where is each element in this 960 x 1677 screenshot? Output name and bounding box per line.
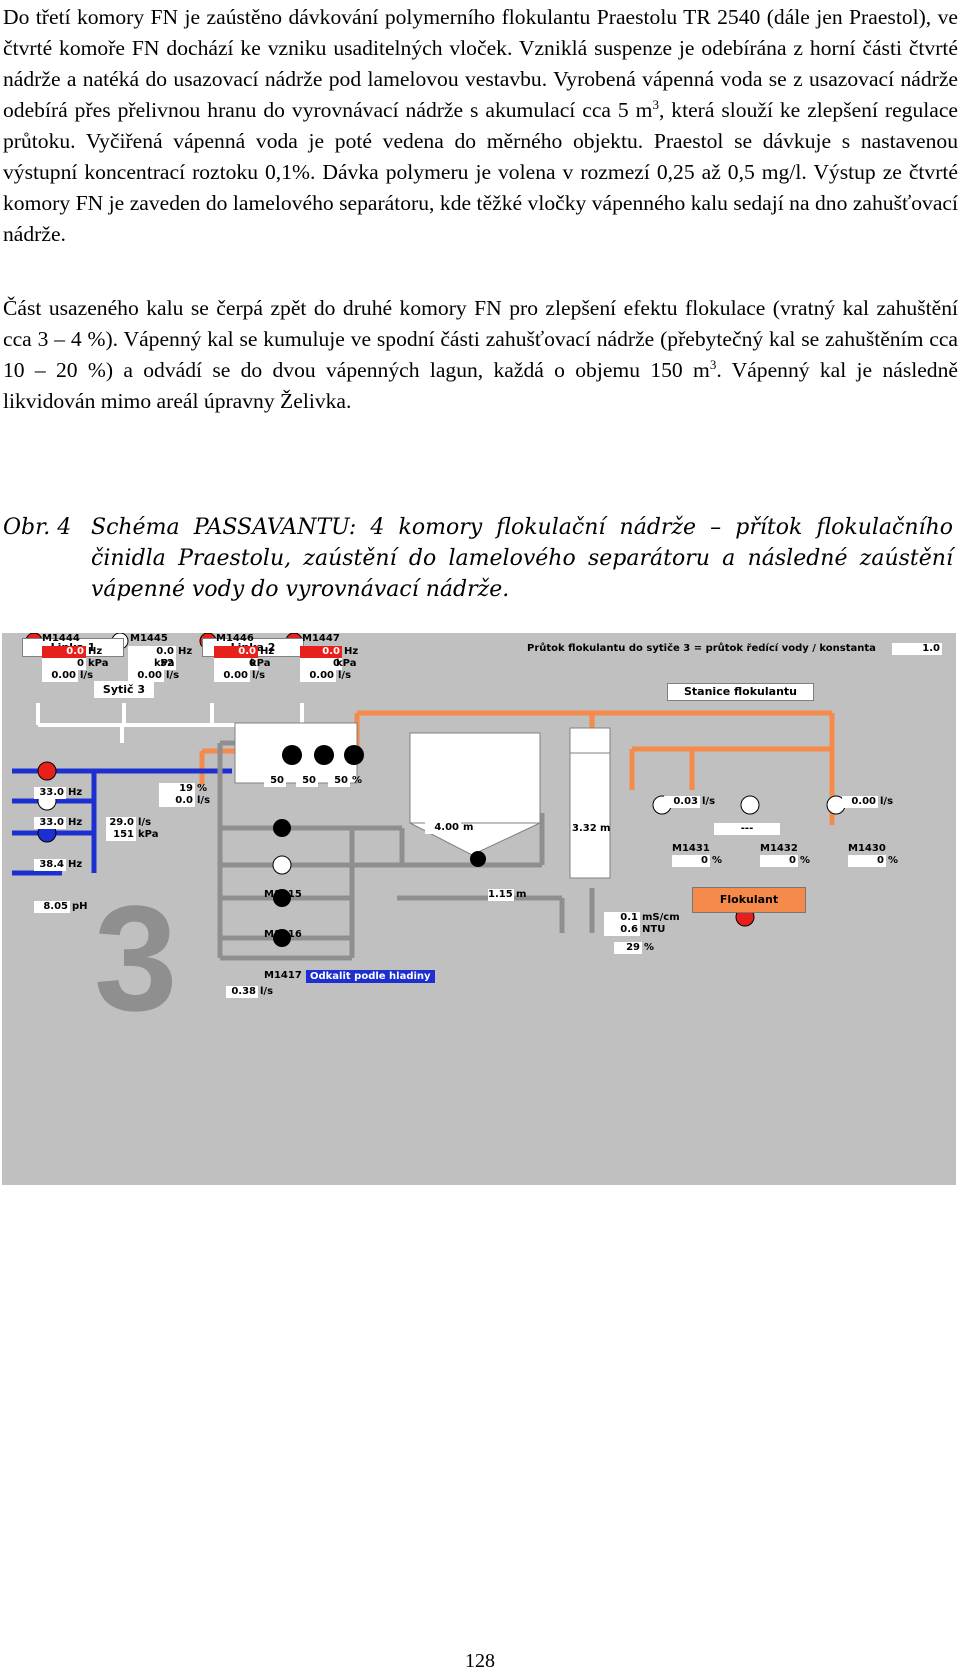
- unit-ls-1: l/s: [80, 670, 94, 681]
- unit-ls-2: l/s: [166, 670, 180, 681]
- bottom-level: 1.15: [488, 889, 514, 901]
- pct-bottom-unit: %: [644, 942, 655, 953]
- unit-hz-3: Hz: [260, 646, 275, 657]
- ls-right-2: 0.00: [842, 796, 878, 808]
- mixer-1-value: 50: [264, 775, 286, 787]
- left-hz-3: 38.4: [34, 859, 66, 871]
- tank-level-unit: m: [463, 822, 474, 833]
- caption-text: Schéma PASSAVANTU: 4 komory flokulační n…: [91, 515, 953, 602]
- ntu-value: 0.6: [604, 924, 640, 936]
- unit-hz-4: Hz: [344, 646, 359, 657]
- flow-label: Průtok flokulantu do sytiče 3 = průtok ř…: [527, 643, 876, 654]
- pump-m1445-hz: 0.0: [128, 646, 176, 658]
- paragraph-1: Do třetí komory FN je zaústěno dávkování…: [3, 2, 958, 250]
- stanice-flokulantu-label[interactable]: Stanice flokulantu: [667, 683, 814, 701]
- ph-value: 8.05: [34, 901, 70, 913]
- ntu-unit: NTU: [642, 924, 666, 935]
- valve-pct-unit: %: [197, 783, 208, 794]
- ls-right-2-unit: l/s: [880, 796, 894, 807]
- ls-bottom-unit: l/s: [260, 986, 274, 997]
- paragraph-1-superscript: 3: [652, 97, 659, 112]
- page-number: 128: [465, 1650, 495, 1672]
- sytic-3-label[interactable]: Sytič 3: [94, 681, 154, 698]
- m1415-label: M1415: [264, 889, 302, 900]
- left-hz-3-unit: Hz: [68, 859, 83, 870]
- conductivity: 0.1: [604, 912, 640, 924]
- unit-hz-2: Hz: [178, 646, 193, 657]
- unit-ls-3: l/s: [252, 670, 266, 681]
- ls-right-1-unit: l/s: [702, 796, 716, 807]
- left-hz-1-unit: Hz: [68, 787, 83, 798]
- ls-bottom: 0.38: [226, 986, 258, 998]
- sep-level-unit: m: [600, 823, 611, 834]
- odkalit-button[interactable]: Odkalit podle hladiny: [306, 970, 435, 983]
- flokulant-button[interactable]: Flokulant: [692, 887, 806, 913]
- m1431-value: 0: [672, 855, 710, 867]
- mixer-3-value: 50: [328, 775, 350, 787]
- pump-m1444-name: M1444: [42, 633, 80, 644]
- ph-unit: pH: [72, 901, 88, 912]
- pump-m1444-ls: 0.00: [42, 670, 78, 682]
- flow-2-unit: l/s: [138, 817, 152, 828]
- scada-screenshot: Linka 1 Linka 2 Průtok flokulantu do syt…: [2, 633, 956, 1185]
- kpa-2-unit: kPa: [138, 829, 159, 840]
- unit-kpa-4: kPa: [336, 658, 357, 669]
- flow-value[interactable]: 1.0: [892, 643, 942, 655]
- m1416-label: M1416: [264, 929, 302, 940]
- m1430-value: 0: [848, 855, 886, 867]
- pump-m1444-hz: 0.0: [42, 646, 86, 658]
- ls-right-1: 0.03: [664, 796, 700, 808]
- unit-hz-1: Hz: [88, 646, 103, 657]
- m1431-label: M1431: [672, 843, 710, 854]
- conductivity-unit: mS/cm: [642, 912, 680, 923]
- pump-m1446-name: M1446: [216, 633, 254, 644]
- paragraph-2: Část usazeného kalu se čerpá zpět do dru…: [3, 293, 958, 417]
- bottom-level-unit: m: [516, 889, 527, 900]
- pump-m1447-kpa: 0: [300, 658, 342, 670]
- kpa-2-value: 151: [106, 829, 136, 841]
- pct-bottom: 29: [614, 942, 642, 954]
- pump-m1447-name: M1447: [302, 633, 340, 644]
- unit-kpa-3: kPa: [250, 658, 271, 669]
- unit-kpa-1: kPa: [88, 658, 109, 669]
- m1430-unit: %: [888, 855, 899, 866]
- pump-m1447-hz: 0.0: [300, 646, 342, 658]
- m1431-unit: %: [712, 855, 723, 866]
- paragraph-2-superscript: 3: [709, 357, 717, 372]
- paragraph-2-text-b: . Vápenný kal je následně likvidován mim…: [3, 358, 958, 413]
- pump-m1445-kpa: 52: [128, 658, 176, 670]
- caption-label: Obr. 4: [3, 515, 72, 540]
- left-hz-1: 33.0: [34, 787, 66, 799]
- mixer-2-value: 50: [296, 775, 318, 787]
- paragraph-1-text-b: , která slouží ke zlepšení regulace průt…: [3, 98, 958, 246]
- pump-m1445-name: M1445: [130, 633, 168, 644]
- sep-level: 3.32: [572, 823, 598, 835]
- pump-m1446-hz: 0.0: [214, 646, 258, 658]
- dashes-value: ---: [714, 823, 780, 835]
- unit-kpa-2: kPa: [154, 658, 175, 669]
- m1432-value: 0: [760, 855, 798, 867]
- m1430-label: M1430: [848, 843, 886, 854]
- left-hz-2-unit: Hz: [68, 817, 83, 828]
- pump-m1447-ls: 0.00: [300, 670, 336, 682]
- left-hz-2: 33.0: [34, 817, 66, 829]
- unit-ls-4: l/s: [338, 670, 352, 681]
- valve-ls-unit: l/s: [197, 795, 211, 806]
- m1432-label: M1432: [760, 843, 798, 854]
- tank-level: 4.00: [425, 822, 461, 834]
- pump-m1446-kpa: 0: [214, 658, 258, 670]
- pump-m1444-kpa: 0: [42, 658, 86, 670]
- flow-2-value: 29.0: [106, 817, 136, 829]
- pump-m1446-ls: 0.00: [214, 670, 250, 682]
- paragraph-2-text-a: Část usazeného kalu se čerpá zpět do dru…: [3, 296, 958, 382]
- paragraph-1-text-a: Do třetí komory FN je zaústěno dávkování…: [3, 5, 958, 122]
- line-number: 3: [94, 874, 178, 1042]
- m1417-label: M1417: [264, 970, 302, 981]
- m1432-unit: %: [800, 855, 811, 866]
- valve-ls: 0.0: [159, 795, 195, 807]
- pump-m1445-ls: 0.00: [128, 670, 164, 682]
- mixer-unit: %: [352, 775, 363, 786]
- valve-pct: 19: [159, 783, 195, 795]
